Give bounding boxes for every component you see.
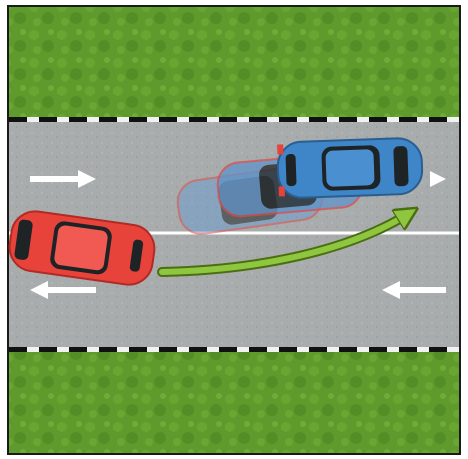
road-edge-bottom xyxy=(9,347,459,352)
road-edge-top xyxy=(9,117,459,122)
grass-top xyxy=(9,7,459,121)
grass-bottom xyxy=(9,352,459,453)
blue-car-icon xyxy=(277,138,423,199)
